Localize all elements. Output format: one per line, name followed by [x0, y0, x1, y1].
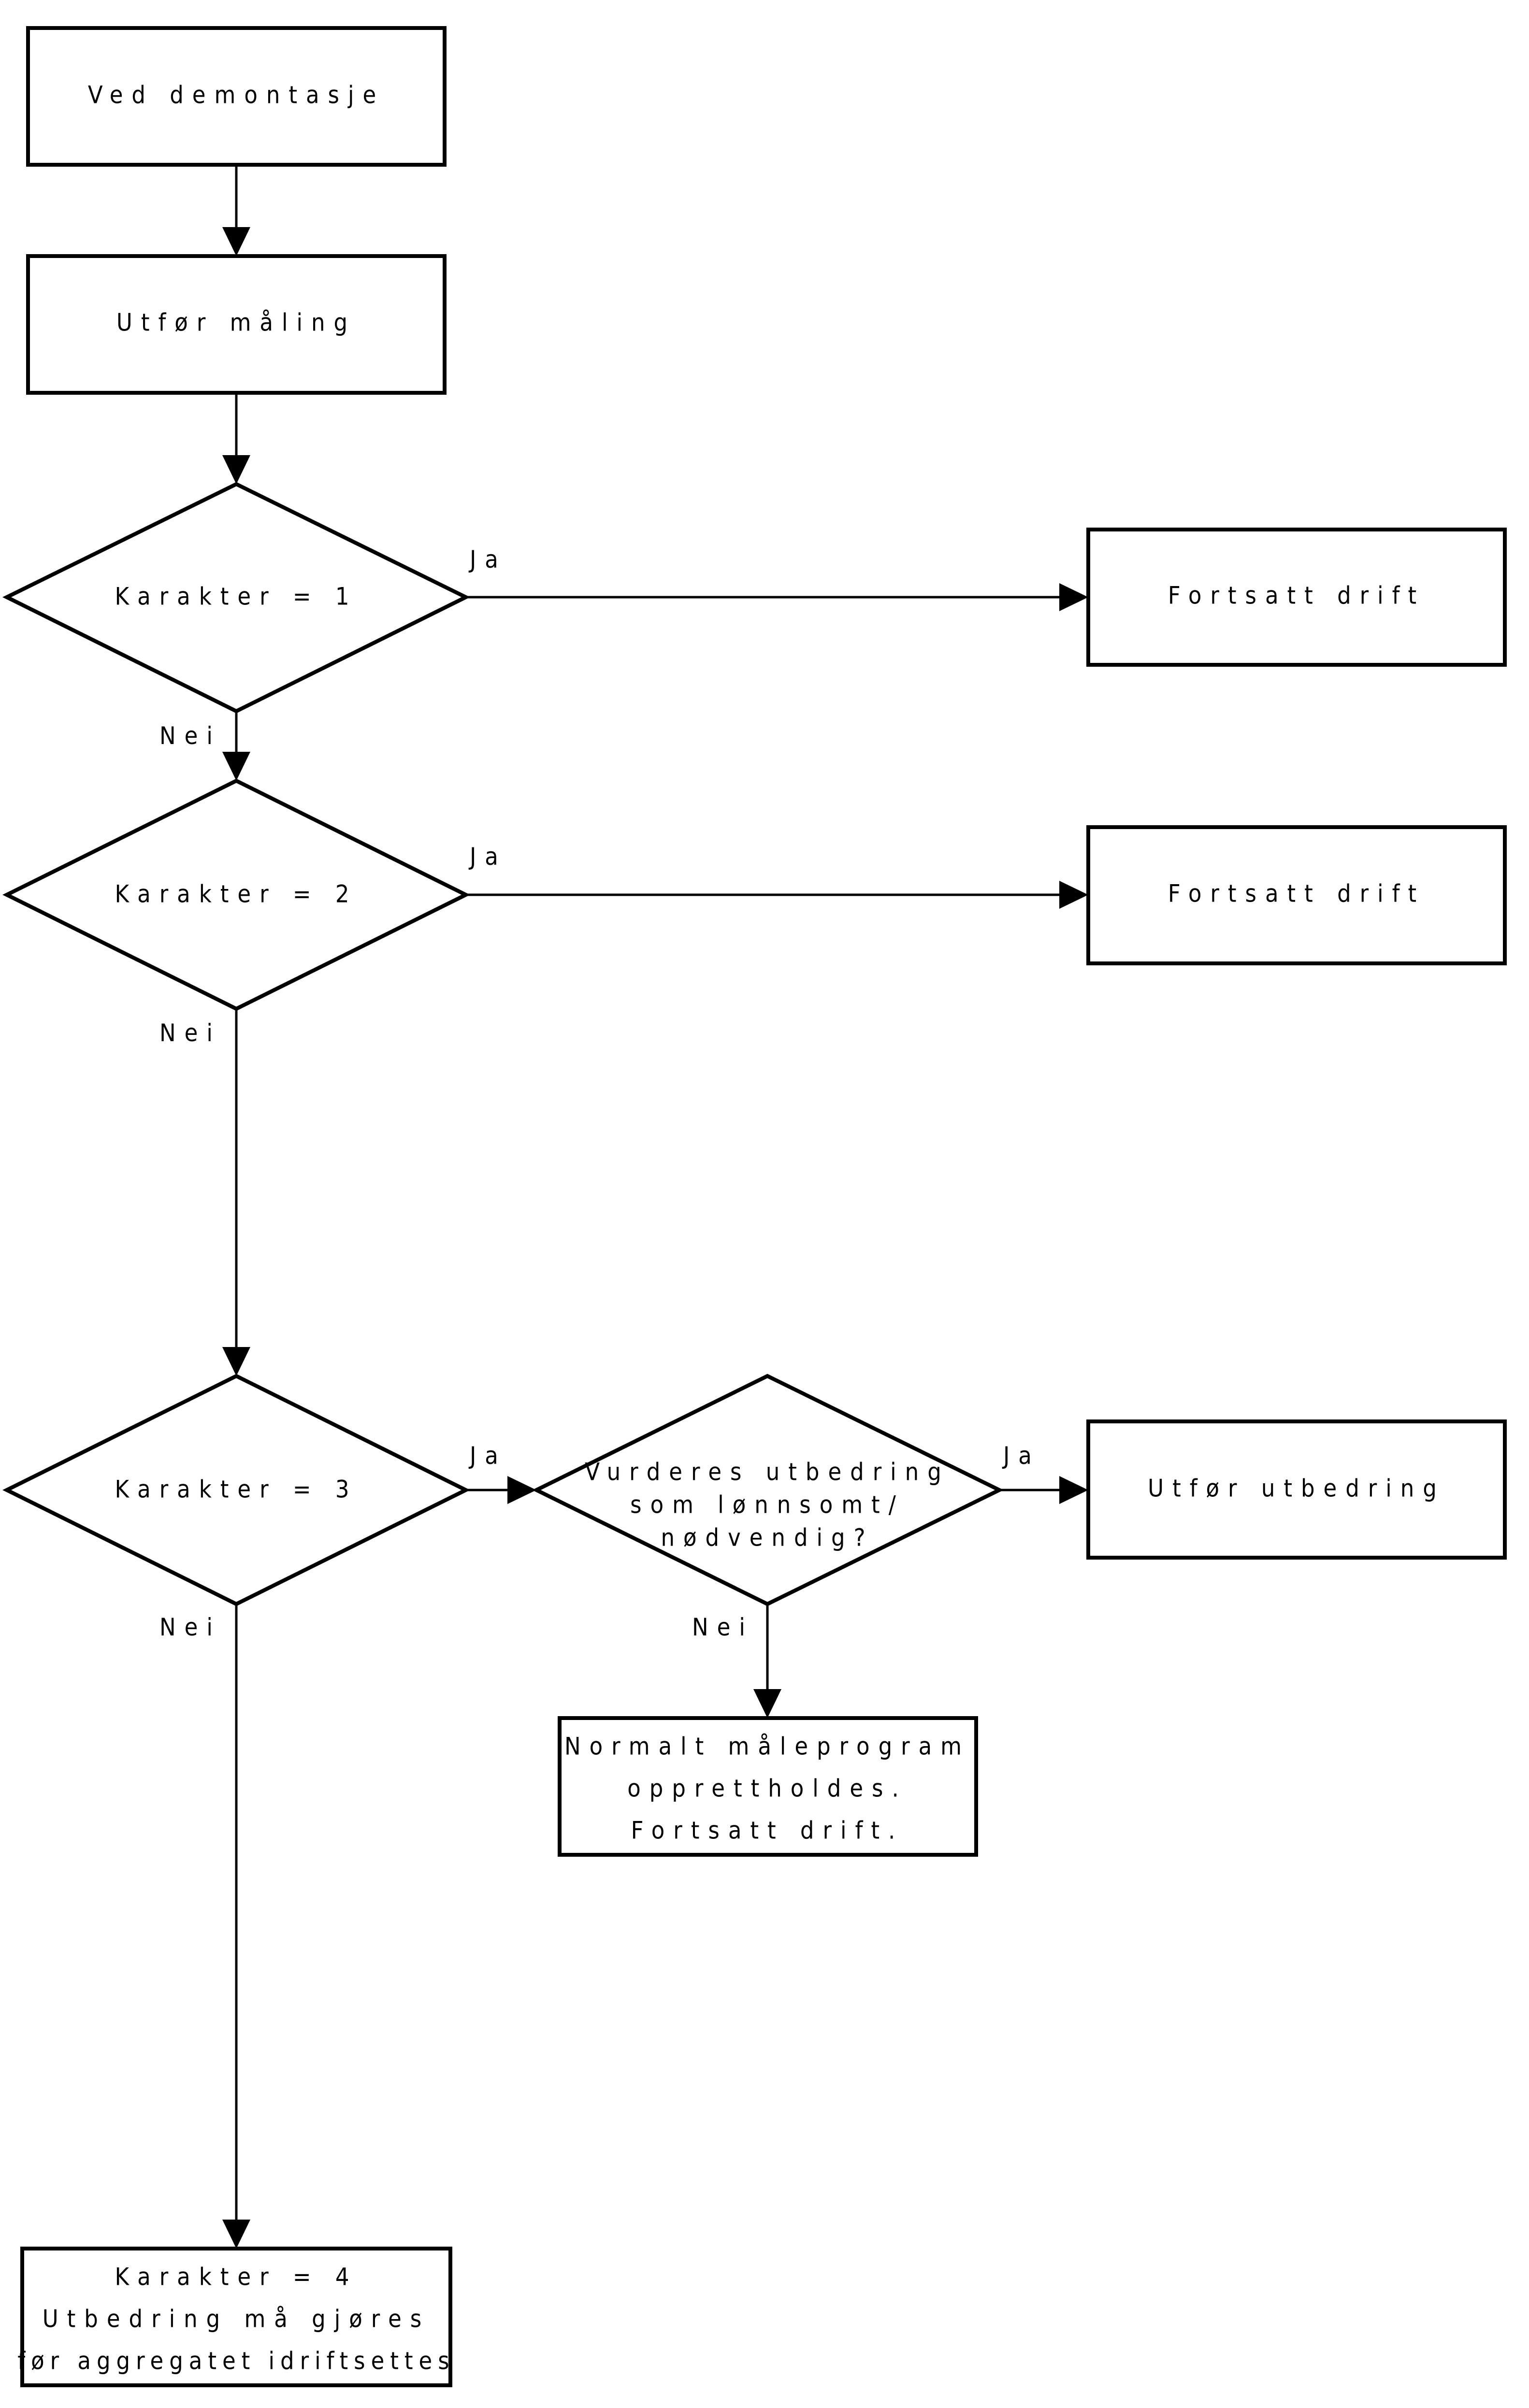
- decision-grade2-label: Karakter = 2: [115, 880, 358, 908]
- grade4-label-line2: Utbedring må gjøres: [43, 2305, 430, 2333]
- normal-program-label-line3: Fortsatt drift.: [631, 1817, 904, 1845]
- measure-label: Utfør måling: [116, 309, 356, 337]
- continue-box-2-label: Fortsatt drift: [1168, 880, 1425, 908]
- arrowhead-grade2-yes: [1059, 881, 1088, 909]
- continue-box-2: [1086, 825, 1507, 965]
- arrowhead-start-measure: [222, 227, 250, 256]
- grade4-label-line1: Karakter = 4: [115, 2263, 358, 2291]
- measure-box: [26, 254, 447, 395]
- edge-label-grade3-yes: Ja: [468, 1442, 507, 1470]
- decision-assess-label-line3: nødvendig?: [661, 1524, 874, 1552]
- edge-label-grade1-no: Nei: [159, 722, 221, 750]
- decision-assess-label-line2: som lønnsomt/: [630, 1491, 905, 1519]
- repair-box: [1086, 1419, 1507, 1560]
- continue-box-1: [1086, 528, 1507, 667]
- grade4-box: [20, 2247, 452, 2387]
- arrowhead-grade2-no: [222, 1347, 250, 1376]
- arrowhead-grade3-yes: [507, 1476, 536, 1504]
- edge-label-grade2-no: Nei: [159, 1019, 221, 1047]
- edge-label-assess-no: Nei: [692, 1613, 754, 1641]
- start-box: [26, 26, 447, 167]
- edge-label-grade2-yes: Ja: [468, 843, 507, 871]
- edge-label-grade3-no: Nei: [159, 1613, 221, 1641]
- arrowhead-grade1-yes: [1059, 583, 1088, 611]
- decision-assess-label-line1: Vurderes utbedring: [585, 1458, 950, 1486]
- arrowhead-measure-grade1: [222, 455, 250, 484]
- arrowhead-assess-no: [753, 1689, 781, 1718]
- repair-box-label: Utfør utbedring: [1148, 1475, 1445, 1503]
- grade4-label-line3: før aggregatet idriftsettes: [17, 2347, 455, 2375]
- arrowhead-grade1-no: [222, 752, 250, 781]
- start-label: Ved demontasje: [88, 81, 385, 109]
- edge-label-grade1-yes: Ja: [468, 545, 507, 573]
- arrowhead-grade3-no: [222, 2220, 250, 2249]
- normal-program-label-line2: opprettholdes.: [627, 1775, 907, 1803]
- edge-label-assess-yes: Ja: [1002, 1442, 1040, 1470]
- normal-program-label-line1: Normalt måleprogram: [564, 1733, 970, 1761]
- arrowhead-assess-yes: [1059, 1476, 1088, 1504]
- decision-grade1-label: Karakter = 1: [115, 583, 358, 611]
- decision-assess: [532, 1374, 1004, 1606]
- decision-grade3-label: Karakter = 3: [115, 1476, 358, 1504]
- normal-program-box: [558, 1716, 978, 1857]
- continue-box-1-label: Fortsatt drift: [1168, 582, 1425, 610]
